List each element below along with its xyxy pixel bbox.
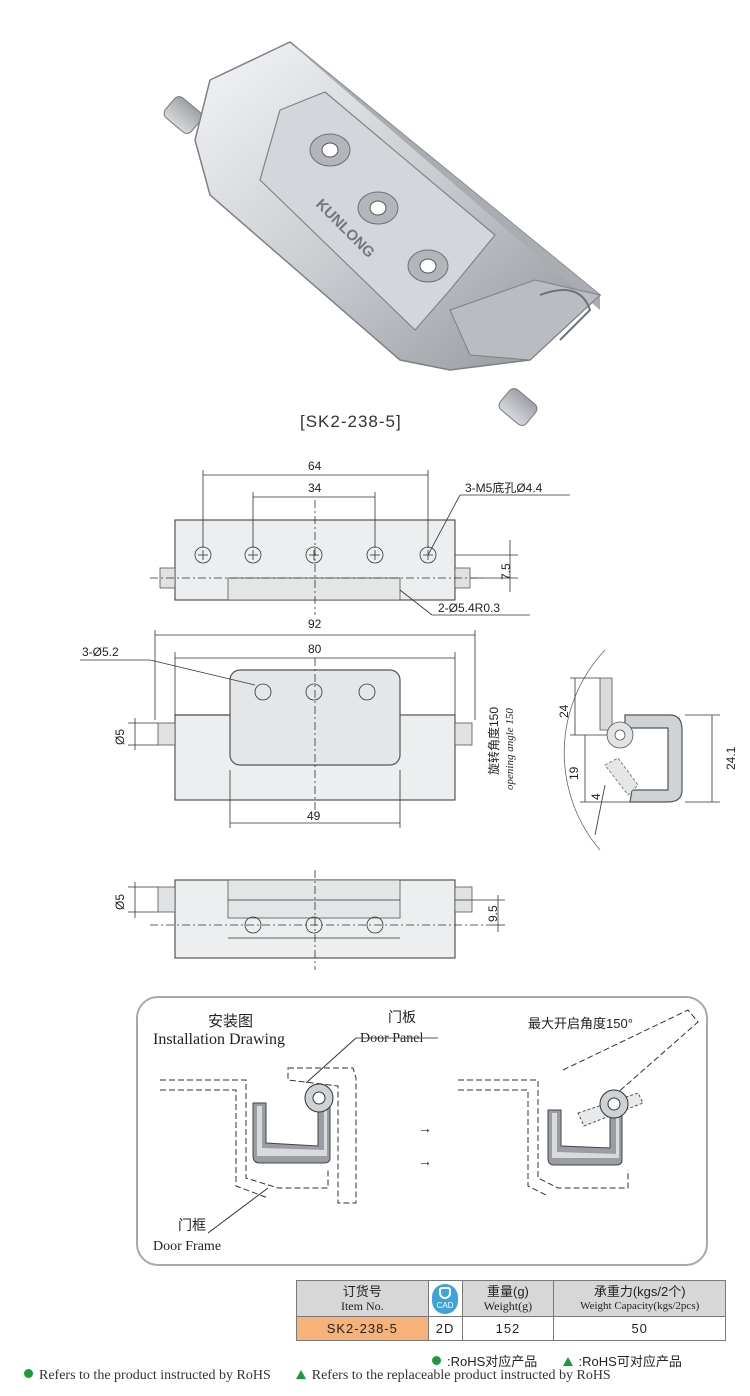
legend-rohs-replace-en: Refers to the replaceable product instru… — [311, 1368, 611, 1383]
arrow-1: → — [418, 1120, 432, 1136]
legend-rohs-replace-cn: :RoHS可对应产品 — [578, 1354, 682, 1369]
header-item-no: 订货号 Item No. — [296, 1280, 429, 1317]
rohs-triangle-icon — [562, 1357, 573, 1366]
rohs-dot-icon-en — [24, 1369, 33, 1378]
dim-49: 49 — [307, 809, 321, 823]
top-view — [150, 470, 570, 616]
dim-4: 4 — [589, 793, 603, 800]
cell-item-no: SK2-238-5 — [296, 1316, 429, 1341]
header-capacity: 承重力(kgs/2个) Weight Capacity(kgs/2pcs) — [553, 1280, 726, 1317]
header-cad: CAD — [427, 1280, 463, 1317]
dim-24: 24 — [557, 704, 571, 718]
cell-weight: 152 — [461, 1316, 555, 1341]
table-row: SK2-238-5 2D 152 50 — [296, 1316, 726, 1341]
side-view — [563, 649, 720, 851]
thread-note: 3-M5底孔Ø4.4 — [465, 480, 543, 495]
bottom-view — [128, 870, 505, 970]
dim-9-5: 9.5 — [486, 905, 500, 922]
legend-en: Refers to the product instructed by RoHS… — [24, 1368, 611, 1384]
hole-note: 2-Ø5.4R0.3 — [438, 601, 500, 615]
pin-dia-front: Ø5 — [113, 729, 127, 745]
angle-en: opening angle 150 — [504, 708, 516, 790]
legend-rohs-cn: :RoHS对应产品 — [447, 1354, 538, 1369]
dim-19: 19 — [567, 766, 581, 780]
arrow-2: → — [418, 1153, 432, 1169]
cad-icon: CAD — [432, 1283, 459, 1314]
bottom-pin — [498, 388, 538, 426]
dim-34: 34 — [308, 481, 322, 495]
max-angle-label: 最大开启角度150° — [528, 1016, 633, 1031]
installation-panel: 安装图 Installation Drawing 门板 Door Panel 门… — [136, 996, 708, 1266]
legend-rohs-en: Refers to the product instructed by RoHS — [39, 1368, 271, 1383]
spec-table: 订货号 Item No. CAD 重量(g) Weight(g) 承重力(kgs… — [296, 1280, 726, 1341]
install-open-state — [458, 1009, 699, 1197]
dim-24-1: 24.1 — [724, 746, 738, 770]
door-frame-en: Door Frame — [153, 1239, 221, 1254]
install-title-en: Installation Drawing — [153, 1031, 285, 1048]
dim-80: 80 — [308, 642, 322, 656]
product-code: [SK2-238-5] — [300, 412, 402, 431]
top-pin — [163, 96, 203, 134]
door-panel-cn: 门板 — [388, 1009, 416, 1025]
spec-table-header: 订货号 Item No. CAD 重量(g) Weight(g) 承重力(kgs… — [296, 1280, 726, 1317]
header-weight: 重量(g) Weight(g) — [461, 1280, 555, 1317]
front-view — [80, 630, 476, 828]
rohs-triangle-icon-en — [295, 1370, 306, 1379]
holes-note: 3-Ø5.2 — [82, 645, 119, 659]
dim-7-5: 7.5 — [499, 563, 513, 580]
angle-cn: 旋转角度150 — [486, 707, 501, 775]
cell-cad[interactable]: 2D — [427, 1316, 463, 1341]
cell-capacity: 50 — [553, 1316, 726, 1341]
pin-dia-bottom: Ø5 — [113, 894, 127, 910]
dim-64: 64 — [308, 459, 322, 473]
leaf-holes — [309, 133, 449, 283]
door-frame-cn: 门框 — [178, 1217, 206, 1233]
install-closed-state — [160, 1067, 357, 1204]
dim-92: 92 — [308, 617, 322, 631]
technical-drawings: 64 34 3-M5底孔Ø4.4 7.5 2-Ø5.4R0.3 92 80 3-… — [80, 459, 738, 970]
rohs-dot-icon — [432, 1356, 441, 1365]
legend-cn: :RoHS对应产品 :RoHS可对应产品 — [432, 1351, 682, 1370]
install-title-cn: 安装图 — [208, 1013, 253, 1030]
product-photo: KUNLONG — [163, 41, 602, 426]
